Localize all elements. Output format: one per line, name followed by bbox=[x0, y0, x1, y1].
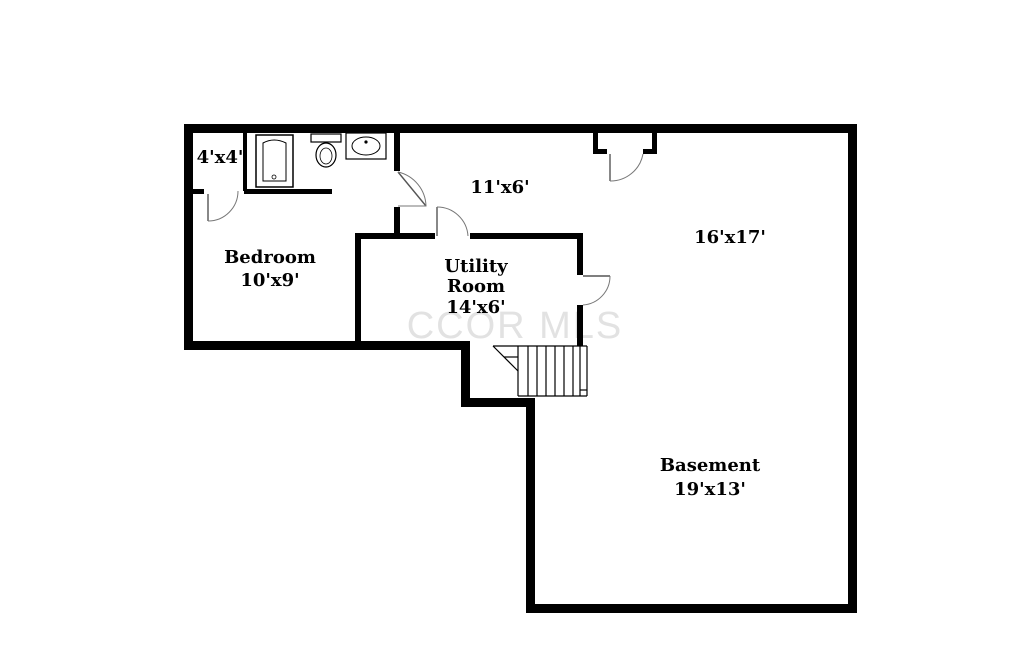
bathtub-icon bbox=[255, 134, 294, 188]
family-room-dims: 16'x17' bbox=[694, 227, 766, 248]
basement-name: Basement bbox=[660, 455, 761, 476]
hall-dims: 11'x6' bbox=[470, 177, 529, 198]
watermark: CCOR MLS bbox=[407, 305, 624, 347]
utility-room-door bbox=[436, 206, 469, 237]
sink-icon bbox=[345, 132, 387, 160]
toilet-icon bbox=[310, 133, 342, 168]
bathroom-door bbox=[397, 171, 427, 207]
closet-dims: 4'x4' bbox=[197, 147, 244, 168]
bedroom-dims: 10'x9' bbox=[240, 270, 299, 291]
utility-side-door bbox=[582, 275, 611, 306]
interior-walls bbox=[190, 133, 657, 346]
closet-door-top bbox=[609, 153, 644, 182]
bedroom-closet-door bbox=[207, 190, 239, 222]
utility-room-name-line2: Room bbox=[447, 276, 505, 297]
basement-dims: 19'x13' bbox=[674, 479, 746, 500]
bedroom-name: Bedroom bbox=[224, 247, 316, 268]
exterior-walls bbox=[184, 124, 857, 613]
utility-room-dims: 14'x6' bbox=[446, 297, 505, 318]
stairs-icon bbox=[492, 345, 588, 397]
utility-room-name-line1: Utility bbox=[444, 256, 508, 277]
